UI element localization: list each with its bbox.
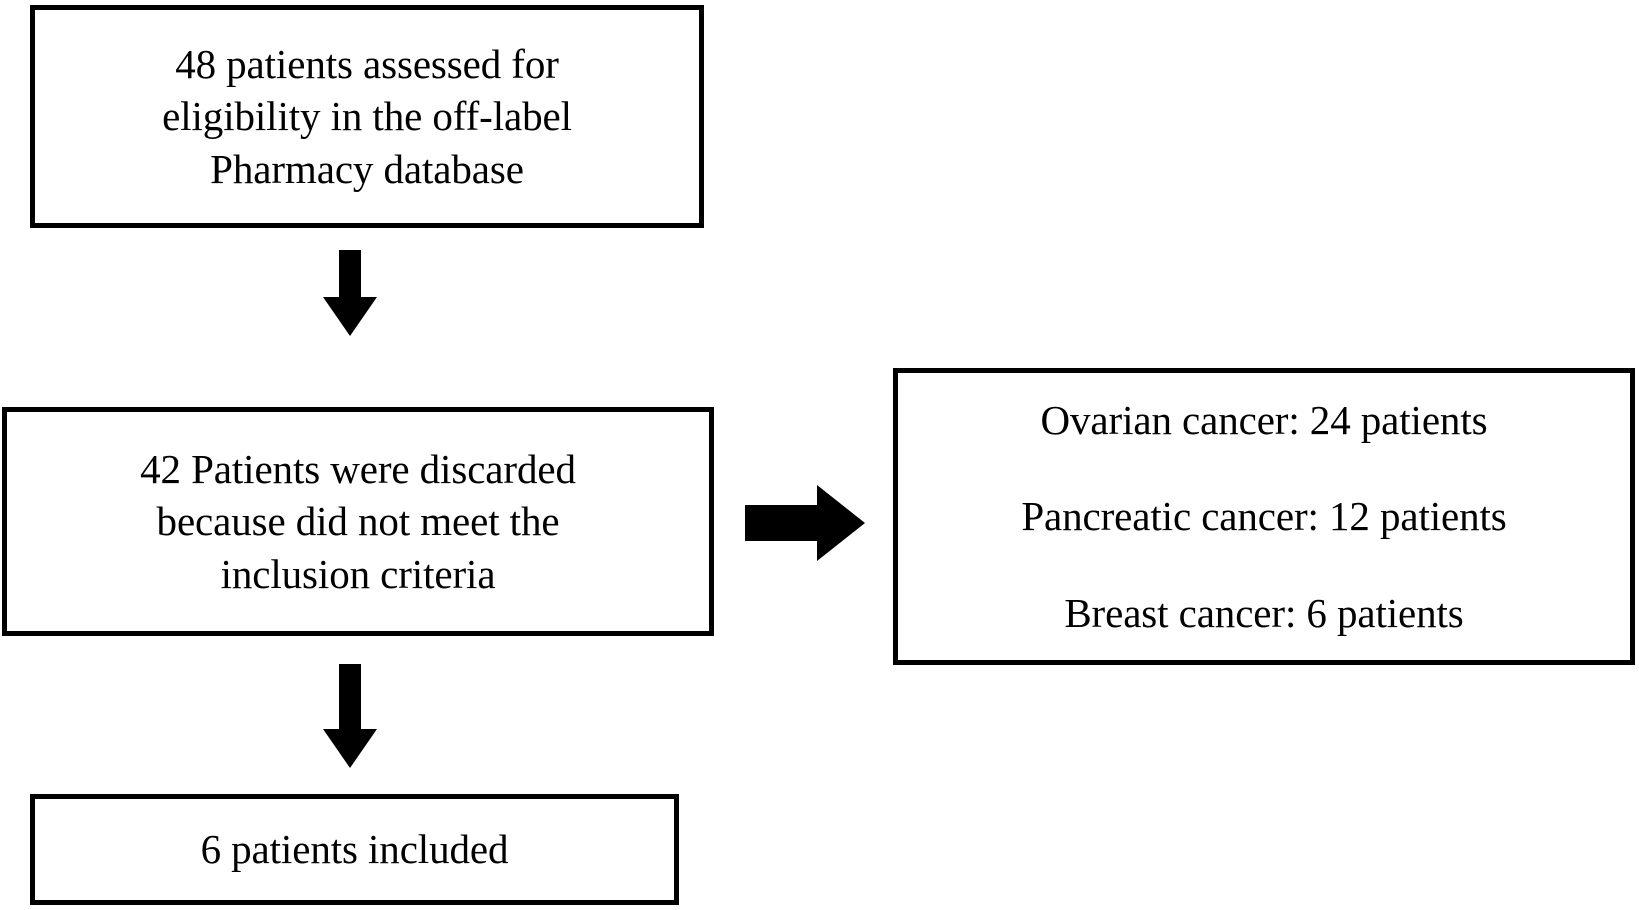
box-discarded-line-3: inclusion criteria: [220, 550, 496, 597]
box-breakdown: Ovarian cancer: 24 patients Pancreatic c…: [893, 368, 1635, 665]
box-breakdown-line-3: Breast cancer: 6 patients: [1064, 589, 1464, 636]
box-discarded-line-1: 42 Patients were discarded: [140, 445, 576, 492]
box-eligibility-line-2: eligibility in the off-label: [162, 93, 572, 140]
box-breakdown-line-2: Pancreatic cancer: 12 patients: [1021, 493, 1507, 540]
box-discarded-line-2: because did not meet the: [156, 498, 560, 545]
arrow-down-icon: [310, 250, 390, 336]
box-eligibility: 48 patients assessed for eligibility in …: [30, 5, 704, 228]
box-breakdown-line-1: Ovarian cancer: 24 patients: [1040, 396, 1488, 443]
box-included: 6 patients included: [30, 794, 679, 905]
arrow-right-icon: [715, 478, 870, 568]
box-discarded: 42 Patients were discarded because did n…: [2, 407, 714, 636]
arrow-down-icon: [310, 646, 390, 768]
box-eligibility-line-1: 48 patients assessed for: [175, 40, 559, 87]
box-eligibility-line-3: Pharmacy database: [210, 145, 524, 192]
box-included-line-1: 6 patients included: [200, 826, 509, 873]
